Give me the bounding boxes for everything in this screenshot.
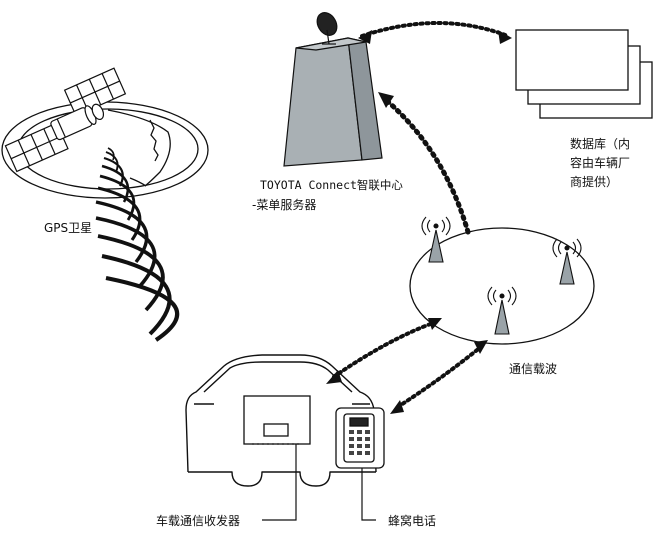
database-icon xyxy=(515,29,653,119)
gps-signal-waves xyxy=(95,147,180,342)
satellite-icon xyxy=(4,67,127,173)
gps-satellite-label: GPS卫星 xyxy=(44,221,92,235)
database-label-line2: 容由车辆厂 xyxy=(570,155,630,170)
server-label-line2: -菜单服务器 xyxy=(252,197,316,212)
cell-tower-icon xyxy=(552,238,582,285)
transceiver-label: 车载通信收发器 xyxy=(156,513,240,528)
cellphone-label: 蜂窝电话 xyxy=(388,513,436,528)
communication-links xyxy=(326,21,512,414)
leader-lines xyxy=(262,444,376,521)
server-icon xyxy=(283,37,383,167)
cell-tower-icon xyxy=(421,216,451,263)
car-icon xyxy=(185,354,377,487)
cell-tower-icon xyxy=(487,286,517,335)
phone-icon xyxy=(335,407,385,469)
database-label-line1: 数据库（内 xyxy=(570,136,630,151)
server-label-line1: TOYOTA Connect智联中心 xyxy=(260,178,403,192)
carrier-network-ellipse xyxy=(409,227,595,345)
carrier-label: 通信载波 xyxy=(509,362,557,376)
transceiver-icon xyxy=(243,395,311,445)
database-label-line3: 商提供） xyxy=(570,174,618,189)
satellite-dish-icon xyxy=(316,12,338,45)
